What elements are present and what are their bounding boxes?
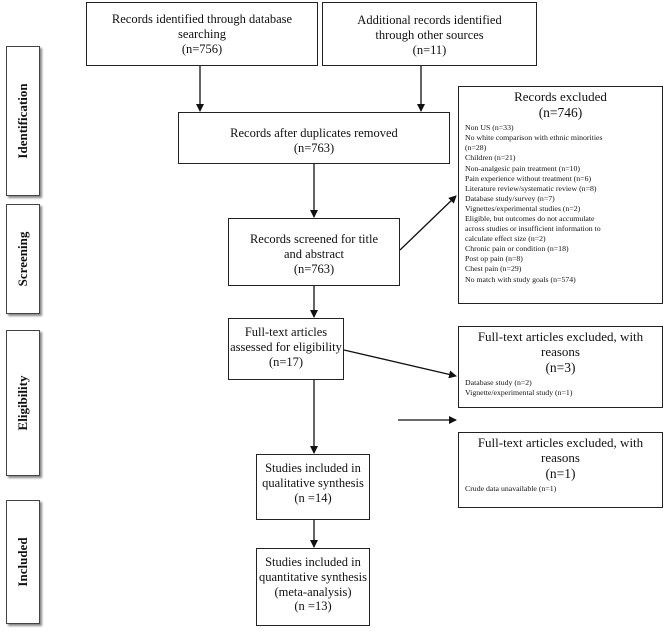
arrow-screened-to-excluded [399,195,457,251]
excluded-reason: (n=28) [465,143,487,153]
excluded-reason: calculate effect size (n=2) [465,234,546,244]
box-line: Additional records identified [357,13,502,27]
excluded-title-line: reasons [541,449,580,465]
box-line: Full-text articles [244,325,328,339]
box-line: Records screened for title [249,232,379,246]
excluded-title: Records excluded [514,89,607,104]
box-qualitative-excluded: Full-text articles excluded, with reason… [458,432,663,508]
stage-identification: Identification [6,46,40,196]
box-fulltext-excluded: Full-text articles excluded, with reason… [458,326,663,408]
stage-eligibility: Eligibility [6,330,40,476]
box-line: (n=17) [268,354,304,369]
box-line: (n=763) [293,261,335,276]
excluded-reason: Database study/survey (n=7) [465,193,555,203]
excluded-reason: No match with study goals (n=574) [465,274,576,284]
excluded-reason: Chronic pain or condition (n=18) [465,244,569,254]
excluded-reason: Vignettes/experimental studies (n=2) [465,203,581,213]
box-line: (n =13) [294,599,332,614]
excluded-reason: Post op pain (n=8) [465,254,523,264]
box-line: and abstract [283,246,345,261]
excluded-reasons-list: Database study (n=2) Vignette/experiment… [465,378,656,398]
box-records-excluded: Records excluded (n=746) Non US (n=33) N… [458,86,663,304]
excluded-reason: Chest pain (n=29) [465,264,522,274]
excluded-reasons-list: Non US (n=33) No white comparison with e… [465,123,656,285]
excluded-count: (n=746) [538,104,583,120]
box-after-duplicates: Records after duplicates removed (n=763) [178,112,450,164]
box-line: qualitative synthesis [262,475,364,490]
excluded-reason: across studies or insufficient informati… [465,224,601,234]
box-line: Records identified through database [111,12,293,26]
excluded-reason: Children (n=21) [465,153,516,163]
excluded-title-line: Full-text articles excluded, with [477,435,644,450]
excluded-reason: Non-analgesic pain treatment (n=10) [465,163,581,173]
excluded-reason: Literature review/systematic review (n=8… [465,183,597,193]
excluded-reason: Eligible, but outcomes do not accumulate [465,213,595,223]
box-line: (meta-analysis) [274,584,352,599]
excluded-reason: No white comparison with ethnic minoriti… [465,133,603,143]
box-qualitative-synthesis: Studies included in qualitative synthesi… [256,454,370,520]
excluded-reason: Database study (n=2) [465,378,532,388]
box-line: (n =14) [294,490,332,505]
excluded-title-line: Full-text articles excluded, with [477,329,644,344]
excluded-reason: Non US (n=33) [465,123,514,133]
box-other-records: Additional records identified through ot… [322,2,537,66]
box-line: through other sources [375,27,484,42]
excluded-reasons-list: Crude data unavailable (n=1) [465,484,656,494]
box-line: searching [178,26,226,41]
box-database-records: Records identified through database sear… [86,2,318,66]
box-quantitative-synthesis: Studies included in quantitative synthes… [256,548,370,626]
box-line: Studies included in [265,555,361,569]
box-line: assessed for eligibility [230,339,342,354]
stage-screening: Screening [6,204,40,314]
box-line: (n=11) [412,42,447,57]
excluded-reason: Vignette/experimental study (n=1) [465,388,573,398]
box-line: Records after duplicates removed [230,126,398,140]
box-line: Studies included in [265,461,361,475]
excluded-reason: Pain experience without treatment (n=6) [465,173,592,183]
excluded-title-line: reasons [541,343,580,359]
stage-included: Included [6,500,40,624]
box-screened: Records screened for title and abstract … [228,218,400,286]
box-line: quantitative synthesis [259,569,367,584]
excluded-count: (n=1) [545,465,576,481]
box-fulltext-assessed: Full-text articles assessed for eligibil… [228,318,344,380]
box-line: (n=756) [181,41,223,56]
excluded-reason: Crude data unavailable (n=1) [465,484,557,494]
arrow-fulltext-to-excluded [343,349,457,379]
excluded-count: (n=3) [545,359,576,375]
box-line: (n=763) [293,140,335,155]
